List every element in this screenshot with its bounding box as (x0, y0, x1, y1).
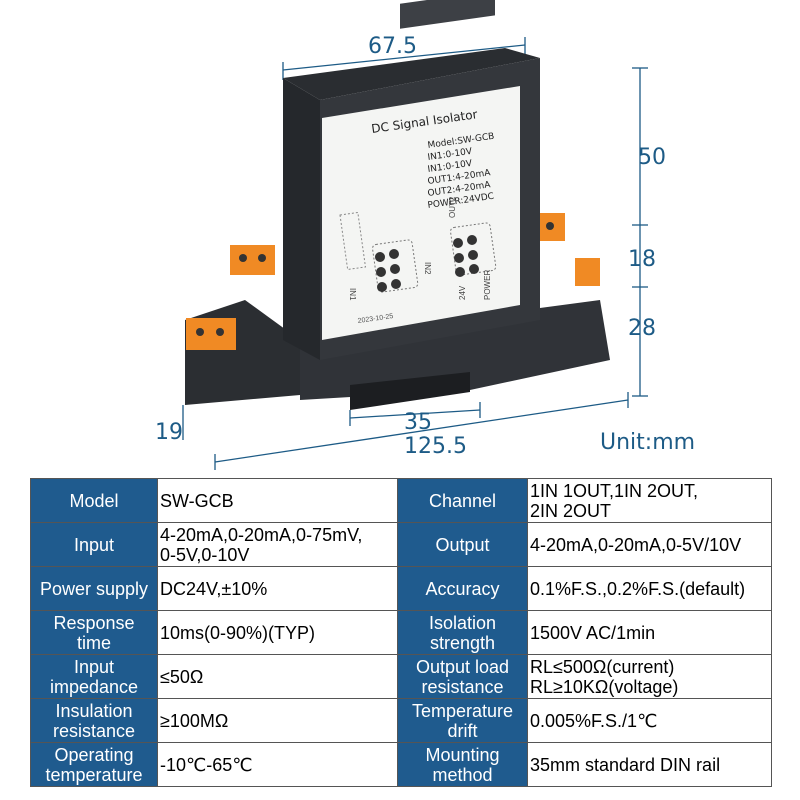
spec-value: 0.005%F.S./1℃ (527, 698, 772, 743)
spec-label-line: strength (429, 632, 496, 653)
spec-label-line: time (76, 632, 111, 653)
spec-value: 0.1%F.S.,0.2%F.S.(default) (527, 566, 772, 611)
spec-value: SW-GCB (157, 478, 398, 523)
dimension-height-mid: 18 (628, 247, 656, 272)
spec-label-line: Response (53, 612, 135, 633)
dimension-height-total: 50 (638, 145, 666, 170)
dimension-rail: 35 (404, 410, 432, 435)
label-in2: IN2 (423, 262, 432, 275)
spec-value-line: RL≥10KΩ(voltage) (530, 676, 679, 697)
spec-label: Channel (397, 478, 528, 523)
spec-label-line: Operating (54, 744, 134, 765)
spec-label: Output (397, 522, 528, 567)
spec-label-line: temperature (45, 764, 143, 785)
spec-value: 35mm standard DIN rail (527, 742, 772, 787)
terminal-screws (196, 222, 554, 336)
unit-label: Unit:mm (600, 430, 696, 455)
spec-label-line: Input (73, 656, 115, 677)
spec-label: Power supply (30, 566, 158, 611)
spec-label-line: Temperature (411, 700, 514, 721)
label-24v: 24V (458, 285, 467, 300)
label-power: POWER (483, 270, 492, 300)
spec-value-line: 1IN 1OUT,1IN 2OUT, (530, 480, 699, 501)
spec-label-line: drift (447, 720, 478, 741)
spec-value: ≤50Ω (157, 654, 398, 699)
product-image: DC Signal Isolator Model:SW-GCB IN1:0-10… (182, 0, 648, 470)
label-date: 2023-10-25 (357, 313, 394, 325)
dimension-height-low: 28 (628, 316, 656, 341)
dimension-lines (182, 37, 648, 470)
spec-value: -10℃-65℃ (157, 742, 398, 787)
spec-value-line: 2IN 2OUT (530, 500, 612, 521)
dimension-width: 67.5 (368, 34, 417, 59)
spec-value: 1IN 1OUT,1IN 2OUT,2IN 2OUT (527, 478, 772, 523)
spec-label-line: Isolation (428, 612, 497, 633)
spec-label-line: resistance (421, 676, 504, 697)
spec-value: 4-20mA,0-20mA,0-5V/10V (527, 522, 772, 567)
label-out2: OUT2 (448, 196, 457, 218)
spec-label: Accuracy (397, 566, 528, 611)
spec-value: ≥100MΩ (157, 698, 398, 743)
device-label: DC Signal Isolator Model:SW-GCB IN1:0-10… (322, 86, 520, 340)
terminal-number-dots (375, 235, 479, 292)
spec-label-line: Output load (415, 656, 510, 677)
spec-label-line: impedance (49, 676, 139, 697)
spec-label: Input (30, 522, 158, 567)
terminal-blocks (186, 213, 600, 350)
spec-value-line: RL≤500Ω(current) (530, 656, 675, 677)
spec-value: DC24V,±10% (157, 566, 398, 611)
spec-value-line: 4-20mA,0-20mA,0-75mV, (160, 524, 363, 545)
label-in1: IN1 (348, 288, 357, 301)
spec-value: 1500V AC/1min (527, 610, 772, 655)
spec-label-line: Insulation (55, 700, 133, 721)
spec-label-line: Mounting (425, 744, 500, 765)
spec-label-line: method (432, 764, 493, 785)
spec-label-line: resistance (52, 720, 136, 741)
dimension-length: 125.5 (404, 434, 467, 459)
spec-value: RL≤500Ω(current)RL≥10KΩ(voltage) (527, 654, 772, 699)
spec-value: 4-20mA,0-20mA,0-75mV,0-5V,0-10V (157, 522, 398, 567)
dimension-depth: 19 (155, 420, 183, 445)
spec-value-line: 0-5V,0-10V (160, 544, 250, 565)
spec-label: Model (30, 478, 158, 523)
spec-value: 10ms(0-90%)(TYP) (157, 610, 398, 655)
